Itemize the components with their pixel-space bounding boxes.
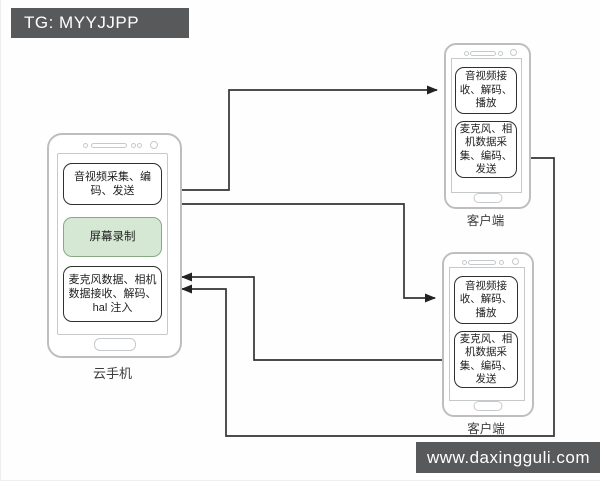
site-watermark: www.daxingguli.com [416,442,600,473]
camera-icon [510,49,517,56]
arrow-top-client-to-cloud [181,157,555,437]
speaker-slot-icon [91,143,127,148]
cloud-phone-top-chrome [49,141,180,149]
camera-icon [512,258,519,265]
tg-watermark: TG: MYYJJPP [11,8,189,38]
sensor-dot-icon [137,143,142,148]
client-top-receive-decode-play-box: 音视频接 收、解码、 播放 [455,67,517,114]
camera-icon [150,141,158,149]
tg-watermark-text: TG: MYYJJPP [24,13,140,32]
sensor-dot-icon [499,260,504,265]
screen-record-box: 屏幕录制 [63,217,162,257]
sensor-dot-icon [131,143,136,148]
sensor-dot-icon [462,260,467,265]
cloud-capture-encode-send-box: 音视频采集、编 码、发送 [63,163,162,205]
cloud-phone-label: 云手机 [92,366,132,381]
sensor-dot-icon [464,51,469,56]
home-button-icon [473,401,503,411]
client-top-phone-label: 客户端 [466,214,505,228]
home-button-icon [473,193,502,203]
arrow-cloud-to-bottom-client [178,203,436,303]
speaker-slot-icon [468,260,496,265]
client-bottom-phone-chrome [444,258,532,266]
home-button-icon [93,338,136,351]
site-watermark-text: www.daxingguli.com [426,447,590,467]
arrow-cloud-to-top-client [178,85,438,191]
client-top-phone-chrome [446,49,529,57]
speaker-slot-icon [470,51,496,56]
cloud-receive-decode-inject-box: 麦克风数据、相机 数据接收、解码、 hal 注入 [63,266,162,322]
client-bottom-capture-encode-send-box: 麦克风、相 机数据采 集、编码、 发送 [454,331,518,388]
client-bottom-receive-decode-play-box: 音视频接 收、解码、 播放 [454,276,518,324]
arrow-bottom-client-to-cloud [181,272,442,361]
client-top-capture-encode-send-box: 麦克风、相 机数据采 集、编码、 发送 [455,121,517,178]
sensor-dot-icon [498,51,503,56]
client-bottom-phone-label: 客户端 [467,422,505,436]
sensor-dot-icon [83,143,88,148]
